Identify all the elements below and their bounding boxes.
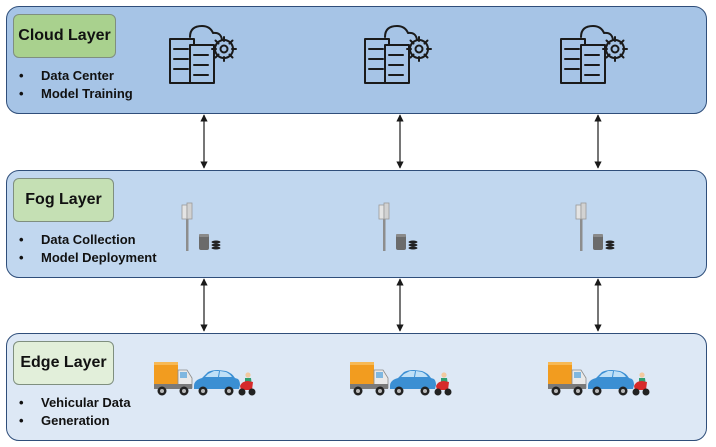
server-cloud-icon — [559, 23, 629, 85]
vehicles-icon — [547, 358, 650, 402]
cloud-layer-panel: Cloud Layer Data Center Model Training — [6, 6, 707, 114]
edge-layer-items: Vehicular Data Generation — [17, 394, 131, 430]
vehicles-icon — [349, 358, 452, 402]
fog-layer-panel: Fog Layer Data Collection Model Deployme… — [6, 170, 707, 278]
edge-item-generation: Generation — [17, 412, 131, 430]
fog-item-data-collection: Data Collection — [17, 231, 157, 249]
vehicles-icon — [153, 358, 256, 402]
roadside-unit-icon — [573, 201, 619, 253]
fog-layer-title: Fog Layer — [13, 178, 114, 222]
cloud-item-data-center: Data Center — [17, 67, 133, 85]
edge-item-vehicular-data: Vehicular Data — [17, 394, 131, 412]
fog-item-model-deployment: Model Deployment — [17, 249, 157, 267]
cloud-layer-title: Cloud Layer — [13, 14, 116, 58]
roadside-unit-icon — [179, 201, 225, 253]
roadside-unit-icon — [376, 201, 422, 253]
edge-layer-panel: Edge Layer Vehicular Data Generation — [6, 333, 707, 441]
server-cloud-icon — [363, 23, 433, 85]
fog-layer-items: Data Collection Model Deployment — [17, 231, 157, 267]
server-cloud-icon — [168, 23, 238, 85]
cloud-item-model-training: Model Training — [17, 85, 133, 103]
edge-layer-title: Edge Layer — [13, 341, 114, 385]
cloud-layer-items: Data Center Model Training — [17, 67, 133, 103]
